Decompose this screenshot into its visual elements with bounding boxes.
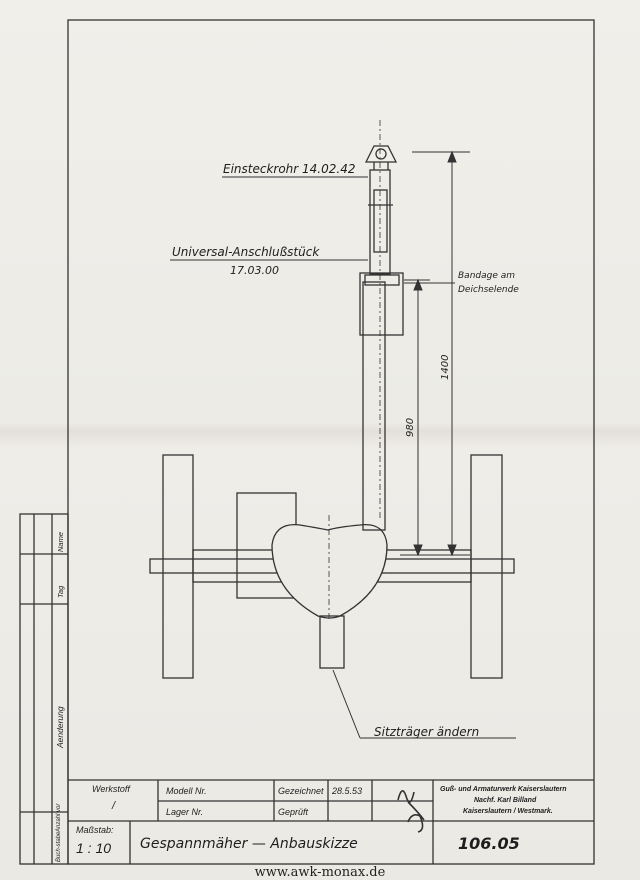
right-wheel (470, 454, 503, 679)
label-bandage: Bandage am (458, 271, 516, 281)
label-sitztraeger: Sitzträger ändern (374, 725, 480, 739)
company-line-1: Guß- und Armaturwerk Kaiserslautern (440, 786, 567, 793)
watermark: www.awk-monax.de (254, 865, 386, 880)
label-deichselende: Deichselende (458, 285, 519, 295)
label-modell: Modell Nr. (166, 786, 207, 796)
dim-label-980: 980 (405, 417, 416, 437)
tube-head (364, 145, 398, 163)
drawing-title: Gespannmäher — Anbauskizze (140, 836, 358, 852)
label-lager: Lager Nr. (166, 807, 204, 817)
label-einsteckrohr: Einsteckrohr 14.02.42 (223, 162, 356, 176)
label-massstab: Maßstab: (76, 825, 114, 835)
label-universal: Universal-Anschlußstück (172, 245, 320, 259)
label-gezeichnet: Gezeichnet (278, 786, 324, 796)
seat (271, 524, 388, 619)
left-wheel (162, 454, 194, 679)
side-label-buchstabe: Buch-stabe (56, 831, 62, 862)
side-label-aenderung: Aenderung (55, 706, 65, 748)
side-label-anzahl: Anzahl vor (56, 803, 62, 832)
revision-table (19, 513, 69, 865)
company-line-3: Kaiserslautern / Westmark. (463, 808, 553, 815)
label-geprueft: Geprüft (278, 807, 309, 817)
drawbar (362, 281, 386, 531)
value-massstab: 1 : 10 (76, 840, 112, 856)
company-line-2: Nachf. Karl Billand (474, 797, 537, 804)
drawing-frame (67, 19, 595, 865)
label-werkstoff: Werkstoff (92, 784, 130, 794)
side-label-name: Name (56, 531, 65, 552)
universal-connector (359, 272, 404, 336)
value-gezeichnet-date: 28.5.53 (332, 786, 363, 796)
label-universal-number: 17.03.00 (230, 264, 279, 277)
side-label-tag: Tag (56, 585, 65, 598)
seat-support (319, 615, 345, 669)
dim-label-1400: 1400 (440, 354, 451, 380)
drawing-number: 106.05 (458, 834, 520, 853)
signature (397, 790, 425, 833)
value-werkstoff: / (112, 800, 116, 812)
